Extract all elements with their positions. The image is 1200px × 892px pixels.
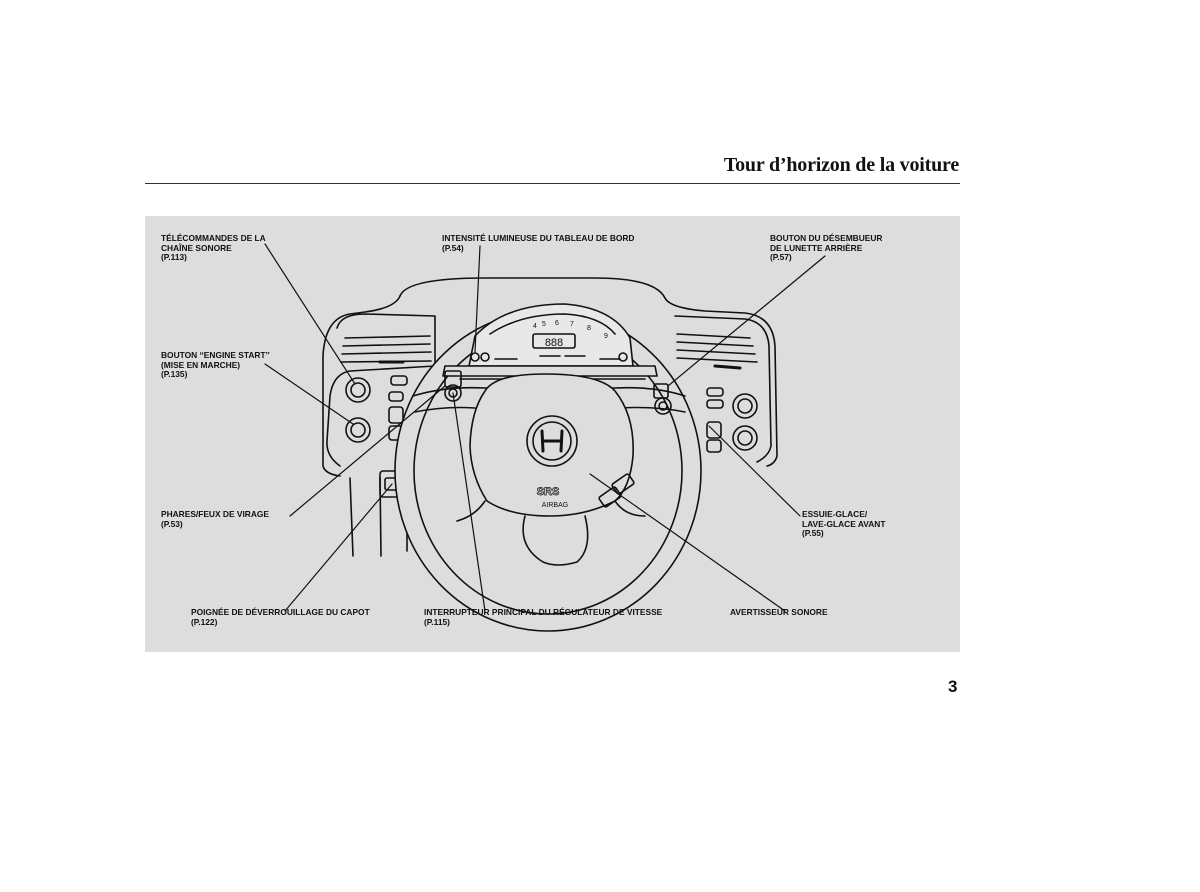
callout-page-ref: (P.115) xyxy=(424,616,450,627)
honda-emblem xyxy=(526,415,578,467)
callout-text: POIGNÉE DE DÉVERROUILLAGE DU CAPOT xyxy=(191,607,370,617)
left-switch-pod xyxy=(444,370,462,402)
tach-number: 5 xyxy=(542,321,546,328)
callout-page-ref: (P.113) xyxy=(161,252,187,263)
airbag-label-text: AIRBAG xyxy=(542,502,568,509)
callout-defroster: BOUTON DU DÉSEMBUEUR DE LUNETTE ARRIÈRE … xyxy=(770,233,883,263)
callout-page-ref: (P.55) xyxy=(802,528,824,539)
callout-text: CHAÎNE SONORE xyxy=(161,242,232,253)
instrument-cluster xyxy=(442,303,658,380)
tach-number: 8 xyxy=(587,325,591,332)
header-rule xyxy=(145,183,960,184)
right-vent xyxy=(674,315,772,463)
callout-text: BOUTON ‘‘ENGINE START’’ xyxy=(161,350,270,360)
cruise-switch-pod xyxy=(598,473,635,508)
tach-scale: 4 5 6 7 8 9 xyxy=(533,320,608,340)
callout-text: (MISE EN MARCHE) xyxy=(161,359,241,370)
callout-text: TÉLÉCOMMANDES DE LA xyxy=(161,233,266,243)
callout-text: BOUTON DU DÉSEMBUEUR xyxy=(770,233,883,243)
callout-text: DE LUNETTE ARRIÈRE xyxy=(770,242,863,253)
callout-headlights: PHARES/FEUX DE VIRAGE (P.53) xyxy=(161,509,269,529)
callout-page-ref: (P.122) xyxy=(191,616,218,627)
page-title: Tour d’horizon de la voiture xyxy=(723,154,959,176)
callout-audio-remote: TÉLÉCOMMANDES DE LA CHAÎNE SONORE (P.113… xyxy=(161,233,266,263)
digital-readout: 888 xyxy=(545,337,563,349)
callout-text: PHARES/FEUX DE VIRAGE xyxy=(161,509,269,519)
callout-text: ESSUIE-GLACE/ xyxy=(802,509,868,519)
right-switch-pod xyxy=(653,383,672,415)
callout-page-ref: (P.135) xyxy=(161,369,188,380)
tach-number: 6 xyxy=(555,320,559,327)
right-control-cluster xyxy=(706,387,758,453)
callout-brightness: INTENSITÉ LUMINEUSE DU TABLEAU DE BORD (… xyxy=(442,233,635,253)
left-control-cluster xyxy=(345,375,408,443)
callout-page-ref: (P.57) xyxy=(770,252,792,263)
callout-text: INTENSITÉ LUMINEUSE DU TABLEAU DE BORD xyxy=(442,233,635,243)
callout-engine-start: BOUTON ‘‘ENGINE START’’ (MISE EN MARCHE)… xyxy=(161,350,270,380)
callout-text: LAVE-GLACE AVANT xyxy=(802,518,886,529)
page-number: 3 xyxy=(948,677,958,696)
callout-text: INTERRUPTEUR PRINCIPAL DU RÉGULATEUR DE … xyxy=(424,607,663,617)
callout-wipers: ESSUIE-GLACE/ LAVE-GLACE AVANT (P.55) xyxy=(802,509,886,539)
airbag-srs-text: SRS xyxy=(537,486,560,498)
callout-cruise-control: INTERRUPTEUR PRINCIPAL DU RÉGULATEUR DE … xyxy=(424,607,663,627)
callout-horn: AVERTISSEUR SONORE xyxy=(730,607,828,618)
left-vent xyxy=(326,313,436,467)
tach-number: 9 xyxy=(604,333,608,340)
tach-number: 7 xyxy=(570,321,574,328)
tach-number: 4 xyxy=(533,323,537,330)
steering-wheel-illustration: SRS AIRBAG 888 4 5 6 7 8 9 xyxy=(264,243,826,632)
callout-leader-lines xyxy=(264,243,826,612)
callout-page-ref: (P.53) xyxy=(161,518,183,529)
callout-text: AVERTISSEUR SONORE xyxy=(730,607,828,617)
callout-hood-release: POIGNÉE DE DÉVERROUILLAGE DU CAPOT (P.12… xyxy=(191,607,370,627)
callout-page-ref: (P.54) xyxy=(442,242,464,253)
